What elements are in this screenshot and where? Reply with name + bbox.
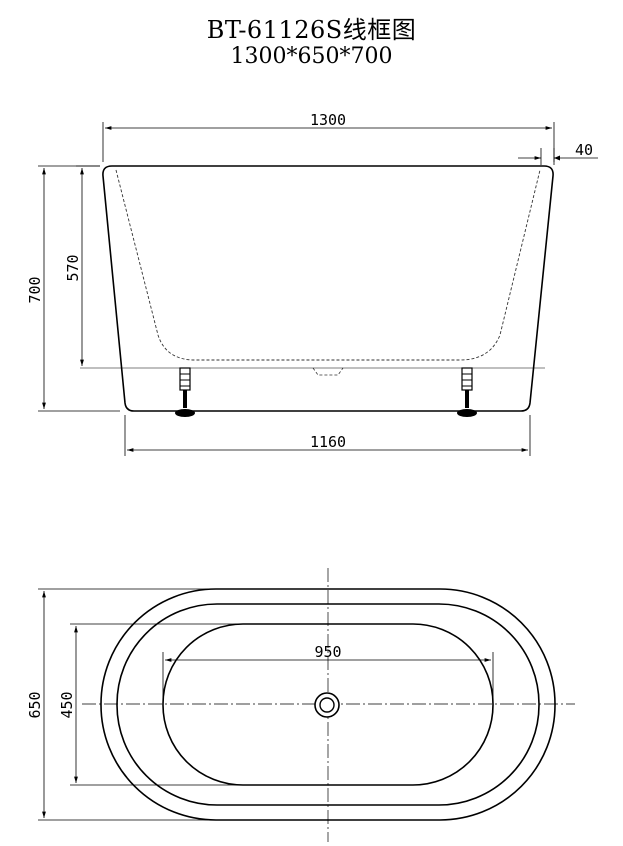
left-foot [175,367,195,417]
right-foot [457,367,477,417]
dim-height-inner: 570 [64,165,100,366]
dim-width-bottom-label: 1160 [310,433,346,451]
tub-outer-profile [102,165,554,412]
dim-top-width-label: 650 [26,691,44,718]
dim-inner-width-label: 450 [58,691,76,718]
drain-outer [314,692,340,718]
dim-width-top-label: 1300 [310,111,346,129]
side-view: 1300 40 700 570 1160 [26,111,598,456]
dim-rim: 40 [518,141,598,165]
dim-width-top: 1300 [102,111,555,162]
tub-inner-profile [115,169,541,361]
drawing-dimensions-subtitle: 1300*650*700 [230,44,393,69]
dim-width-bottom: 1160 [124,415,531,456]
drawing-title: BT-61126S线框图 [206,16,417,44]
dim-top-width: 650 [26,588,320,821]
dim-height-total-label: 700 [26,276,44,303]
dim-inner-width: 450 [58,623,330,786]
dim-inner-length-label: 950 [314,643,341,661]
drain-bump [312,367,344,376]
top-view: 650 450 950 [26,568,575,842]
dim-height-total: 700 [26,165,120,412]
drain-inner [319,697,335,713]
dim-rim-label: 40 [575,141,593,159]
dim-inner-length: 950 [162,643,494,712]
dim-height-inner-label: 570 [64,254,82,281]
